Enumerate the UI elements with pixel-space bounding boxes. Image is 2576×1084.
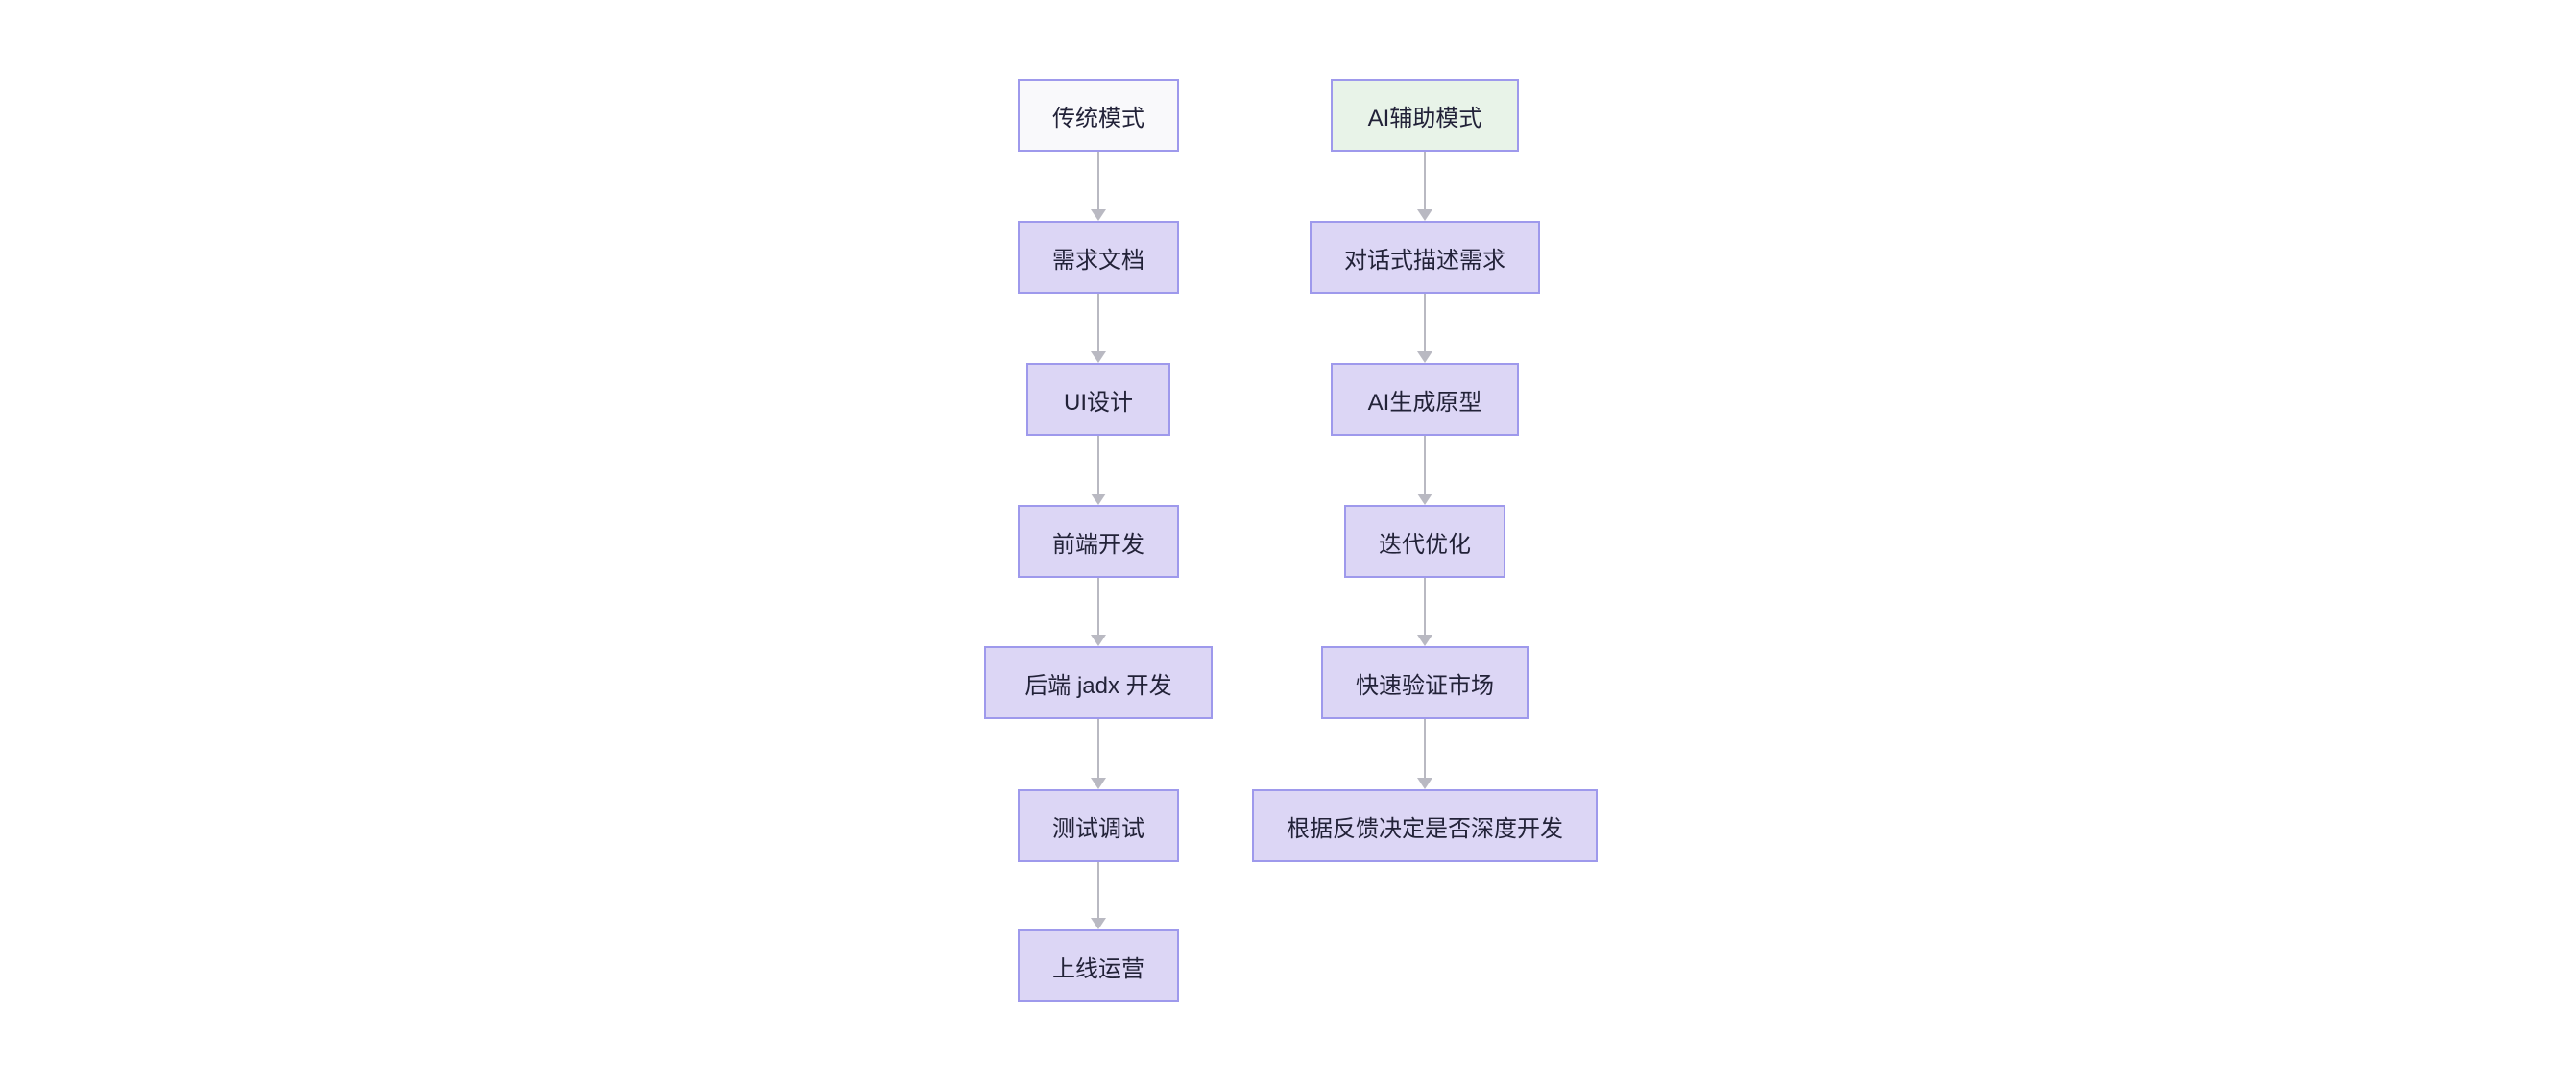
node-label: 前端开发 <box>1052 531 1144 558</box>
arrow-head-icon <box>1091 351 1106 363</box>
flow-arrow-ai-4 <box>1417 578 1432 646</box>
flow-node-validate-market: 快速验证市场 <box>1321 646 1529 719</box>
flow-arrow-ai-1 <box>1417 152 1432 221</box>
node-label: AI生成原型 <box>1367 389 1482 416</box>
arrow-head-icon <box>1091 918 1106 929</box>
arrow-line <box>1097 436 1099 494</box>
flow-arrow-traditional-6 <box>1091 862 1106 929</box>
arrow-head-icon <box>1417 778 1432 789</box>
arrow-line <box>1424 294 1426 351</box>
arrow-line <box>1097 578 1099 635</box>
node-label: UI设计 <box>1064 389 1133 416</box>
flow-node-feedback-decision: 根据反馈决定是否深度开发 <box>1252 789 1598 862</box>
arrow-line <box>1424 436 1426 494</box>
flow-arrow-ai-5 <box>1417 719 1432 789</box>
arrow-line <box>1424 578 1426 635</box>
arrow-head-icon <box>1417 494 1432 505</box>
flow-node-test-debug: 测试调试 <box>1018 789 1179 862</box>
arrow-head-icon <box>1417 635 1432 646</box>
arrow-line <box>1097 862 1099 918</box>
arrow-line <box>1424 152 1426 209</box>
arrow-head-icon <box>1091 209 1106 221</box>
flow-arrow-traditional-4 <box>1091 578 1106 646</box>
arrow-head-icon <box>1091 635 1106 646</box>
arrow-head-icon <box>1417 209 1432 221</box>
node-label: 后端 jadx 开发 <box>1024 672 1172 699</box>
node-label: 对话式描述需求 <box>1344 247 1505 274</box>
flow-node-backend-jadx-dev: 后端 jadx 开发 <box>984 646 1213 719</box>
flow-node-frontend-dev: 前端开发 <box>1018 505 1179 578</box>
flow-arrow-ai-2 <box>1417 294 1432 363</box>
flow-node-requirements-doc: 需求文档 <box>1018 221 1179 294</box>
flow-arrow-traditional-1 <box>1091 152 1106 221</box>
arrow-line <box>1097 719 1099 778</box>
arrow-head-icon <box>1091 778 1106 789</box>
flow-node-ui-design: UI设计 <box>1026 363 1170 436</box>
node-label: AI辅助模式 <box>1367 105 1482 132</box>
flow-node-traditional-mode: 传统模式 <box>1018 79 1179 152</box>
node-label: 迭代优化 <box>1379 531 1471 558</box>
flow-arrow-ai-3 <box>1417 436 1432 505</box>
node-label: 上线运营 <box>1052 955 1144 982</box>
node-label: 传统模式 <box>1052 105 1144 132</box>
flow-arrow-traditional-2 <box>1091 294 1106 363</box>
flow-node-iterate-optimize: 迭代优化 <box>1344 505 1505 578</box>
node-label: 测试调试 <box>1052 815 1144 842</box>
arrow-head-icon <box>1091 494 1106 505</box>
flow-node-conversational-requirements: 对话式描述需求 <box>1310 221 1540 294</box>
node-label: 需求文档 <box>1052 247 1144 274</box>
flow-arrow-traditional-5 <box>1091 719 1106 789</box>
flow-node-launch-operate: 上线运营 <box>1018 929 1179 1002</box>
node-label: 快速验证市场 <box>1356 672 1494 699</box>
arrow-line <box>1097 152 1099 209</box>
flow-arrow-traditional-3 <box>1091 436 1106 505</box>
node-label: 根据反馈决定是否深度开发 <box>1287 815 1563 842</box>
flow-node-ai-generate-prototype: AI生成原型 <box>1331 363 1519 436</box>
arrow-line <box>1424 719 1426 778</box>
arrow-line <box>1097 294 1099 351</box>
flow-node-ai-assisted-mode: AI辅助模式 <box>1331 79 1519 152</box>
arrow-head-icon <box>1417 351 1432 363</box>
